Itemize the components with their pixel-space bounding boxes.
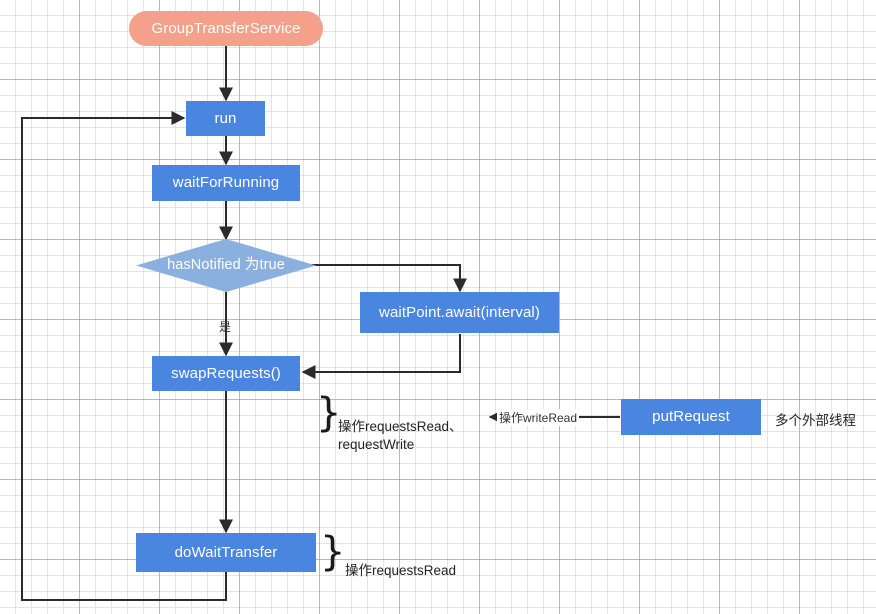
node-label: putRequest (652, 408, 730, 425)
annotation-text: 操作requestsRead、 requestWrite (338, 419, 463, 453)
note-text: 多个外部线程 (775, 413, 856, 428)
edge-label-text: 是 (219, 320, 232, 334)
edge-label-text: 操作writeRead (499, 411, 578, 425)
node-wait-point-await[interactable]: waitPoint.await(interval) (360, 292, 559, 333)
node-decision-has-notified[interactable]: hasNotified 为true (136, 239, 316, 292)
node-do-wait-transfer[interactable]: doWaitTransfer (136, 533, 316, 572)
node-swap-requests[interactable]: swapRequests() (152, 356, 300, 391)
annotation-do-wait-transfer: 操作requestsRead (345, 544, 456, 580)
edge-waitpoint-to-swaprequests (301, 334, 461, 379)
node-run[interactable]: run (186, 101, 265, 136)
node-label: waitForRunning (172, 174, 280, 191)
node-label: doWaitTransfer (174, 543, 278, 561)
node-label: GroupTransferService (151, 19, 301, 37)
annotation-swap-requests: 操作requestsRead、 requestWrite (338, 400, 488, 455)
edge-label-write-read: 操作writeRead (497, 409, 580, 426)
node-label: waitPoint.await(interval) (379, 303, 540, 321)
edge-dowaittransfer-loop-to-run (21, 111, 227, 601)
node-wait-for-running[interactable]: waitForRunning (152, 165, 300, 201)
edge-label-yes: 是 (219, 318, 231, 335)
diamond-shape-icon (136, 239, 316, 292)
node-label: swapRequests() (171, 364, 281, 382)
node-put-request[interactable]: putRequest (621, 399, 761, 435)
node-group-transfer-service[interactable]: GroupTransferService (129, 11, 323, 46)
brace-glyph: } (316, 390, 342, 436)
annotation-text: 操作requestsRead (345, 563, 457, 579)
note-external-threads: 多个外部线程 (775, 409, 856, 429)
node-label: run (214, 109, 237, 127)
brace-do-wait-transfer-icon: } (320, 532, 345, 572)
brace-glyph: } (320, 529, 346, 575)
brace-swap-requests-icon: } (316, 393, 341, 433)
node-label: hasNotified 为true (167, 256, 285, 273)
edge-decision-to-waitpoint (310, 264, 467, 293)
